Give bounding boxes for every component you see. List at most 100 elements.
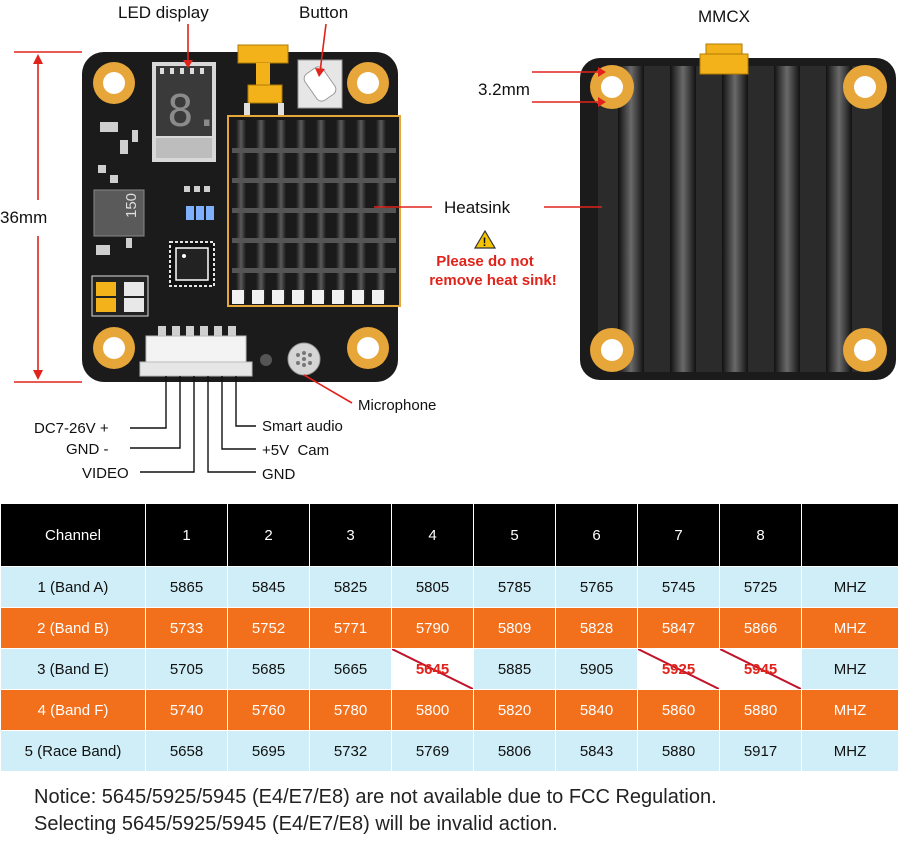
button-component (297, 59, 343, 109)
wire-connector (139, 326, 253, 377)
label-gnd-right: GND (262, 466, 296, 483)
blocked-frequency-value: 5925 (661, 660, 696, 678)
frequency-cell: 5705 (145, 648, 228, 690)
label-gnd-left: GND - (66, 441, 109, 458)
notice-line-1: Notice: 5645/5925/5945 (E4/E7/E8) are no… (34, 786, 717, 808)
frequency-cell: 5760 (227, 689, 310, 731)
smd-components (96, 122, 214, 255)
frequency-table: Channel 1 2 3 4 5 6 7 8 1 (Band A) 5865 … (0, 503, 899, 772)
band-label: 1 (Band A) (0, 566, 146, 608)
frequency-cell: 5769 (391, 730, 474, 772)
header-cell: 1 (145, 503, 228, 567)
qfn-chip (169, 241, 215, 287)
frequency-cell: 5695 (227, 730, 310, 772)
frequency-cell: 5880 (719, 689, 802, 731)
frequency-cell: 5733 (145, 607, 228, 649)
frequency-cell: 5880 (637, 730, 720, 772)
frequency-cell: 5790 (391, 607, 474, 649)
header-cell: Channel (0, 503, 146, 567)
table-header-row: Channel 1 2 3 4 5 6 7 8 (0, 503, 899, 567)
label-36mm: 36mm (0, 208, 47, 227)
header-cell: 2 (227, 503, 310, 567)
label-smart-audio: Smart audio (262, 418, 343, 435)
frequency-cell: 5685 (227, 648, 310, 690)
header-cell: 8 (719, 503, 802, 567)
mount-hole (347, 62, 389, 104)
label-dc-in: DC7-26V + (34, 420, 109, 437)
frequency-cell: 5847 (637, 607, 720, 649)
mount-hole (590, 328, 634, 372)
label-video: VIDEO (82, 465, 129, 482)
frequency-cell: 5866 (719, 607, 802, 649)
table-row: 3 (Band E) 5705 5685 5665 5645 5885 5905… (0, 648, 899, 690)
heatsink-front (227, 115, 401, 307)
led-digit: 8. (167, 86, 220, 137)
frequency-cell: 5800 (391, 689, 474, 731)
label-3-2mm: 3.2mm (478, 80, 530, 99)
blocked-frequency-cell: 5945 (719, 648, 802, 690)
header-cell: 7 (637, 503, 720, 567)
front-board: 8. 150 (82, 44, 401, 382)
strike-line (720, 649, 801, 689)
blocked-frequency-value: 5945 (743, 660, 778, 678)
table-row: 5 (Race Band) 5658 5695 5732 5769 5806 5… (0, 730, 899, 772)
frequency-cell: 5725 (719, 566, 802, 608)
header-cell: 5 (473, 503, 556, 567)
label-button: Button (299, 3, 348, 22)
frequency-cell: 5771 (309, 607, 392, 649)
header-cell: 3 (309, 503, 392, 567)
mmcx-connector-front (237, 44, 289, 117)
unit-cell: MHZ (801, 730, 899, 772)
unit-cell: MHZ (801, 607, 899, 649)
svg-text:!: ! (483, 235, 487, 249)
label-led-display: LED display (118, 3, 209, 22)
unit-cell: MHZ (801, 689, 899, 731)
frequency-cell: 5658 (145, 730, 228, 772)
mount-hole (347, 327, 389, 369)
warning-line-2: remove heat sink! (429, 272, 557, 289)
frequency-cell: 5885 (473, 648, 556, 690)
header-cell: 4 (391, 503, 474, 567)
frequency-cell: 5845 (227, 566, 310, 608)
frequency-cell: 5865 (145, 566, 228, 608)
inductor: 150 (93, 189, 145, 237)
label-heatsink: Heatsink (444, 198, 511, 217)
led-display: 8. (152, 62, 220, 162)
header-cell: 6 (555, 503, 638, 567)
frequency-cell: 5905 (555, 648, 638, 690)
table-row: 4 (Band F) 5740 5760 5780 5800 5820 5840… (0, 689, 899, 731)
band-label: 3 (Band E) (0, 648, 146, 690)
frequency-cell: 5752 (227, 607, 310, 649)
unit-cell: MHZ (801, 566, 899, 608)
label-cam-5v: +5V Cam (262, 442, 329, 459)
pin-lines (130, 376, 256, 473)
back-board (580, 43, 896, 380)
warning-line-1: Please do not (436, 253, 534, 270)
frequency-cell: 5809 (473, 607, 556, 649)
fcc-notice: Notice: 5645/5925/5945 (E4/E7/E8) are no… (34, 784, 717, 838)
mmcx-connector-back (699, 43, 749, 75)
frequency-cell: 5806 (473, 730, 556, 772)
frequency-cell: 5805 (391, 566, 474, 608)
frequency-cell: 5740 (145, 689, 228, 731)
microphone-component (260, 342, 321, 376)
blocked-frequency-cell: 5645 (391, 648, 474, 690)
vtx-diagram: 8. 150 (0, 3, 896, 483)
frequency-cell: 5843 (555, 730, 638, 772)
frequency-cell: 5785 (473, 566, 556, 608)
frequency-cell: 5732 (309, 730, 392, 772)
frequency-cell: 5825 (309, 566, 392, 608)
band-label: 4 (Band F) (0, 689, 146, 731)
frequency-cell: 5820 (473, 689, 556, 731)
annotations (14, 23, 606, 404)
frequency-cell: 5828 (555, 607, 638, 649)
unit-cell: MHZ (801, 648, 899, 690)
notice-line-2: Selecting 5645/5925/5945 (E4/E7/E8) will… (34, 813, 558, 835)
mount-hole (93, 327, 135, 369)
table-row: 1 (Band A) 5865 5845 5825 5805 5785 5765… (0, 566, 899, 608)
strike-line (638, 649, 719, 689)
frequency-cell: 5765 (555, 566, 638, 608)
frequency-cell: 5917 (719, 730, 802, 772)
header-cell (801, 503, 899, 567)
mount-hole (843, 328, 887, 372)
